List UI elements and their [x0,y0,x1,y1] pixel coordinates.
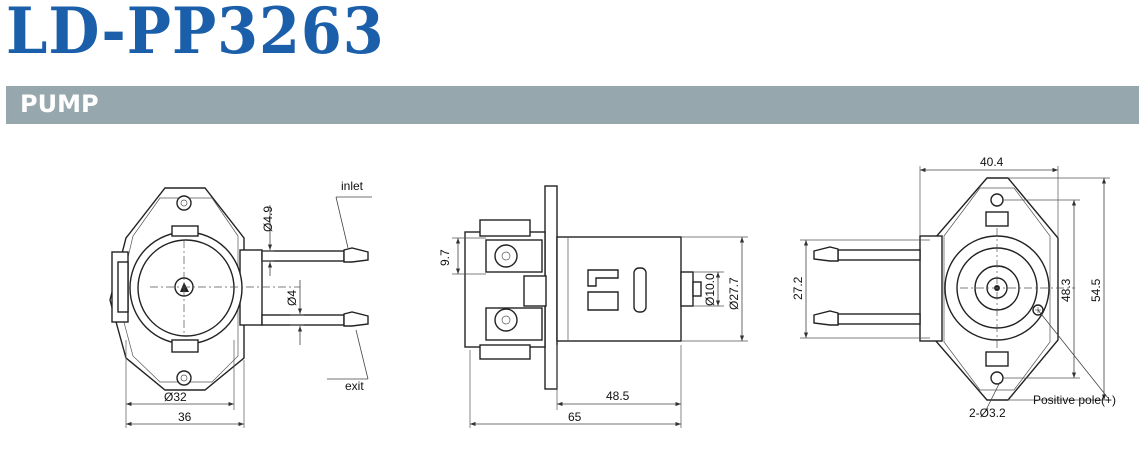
rear-view [800,166,1110,413]
dim-rear-height: 54.5 [1089,278,1103,302]
dim-tube-inner: Ø4 [285,290,299,306]
dim-total-length: 65 [568,410,582,424]
mount-hole-bottom [176,370,192,386]
dim-rear-width: 40.4 [980,155,1004,169]
side-flange [544,185,558,390]
product-title: LD-PP3263 [6,0,385,69]
rear-hole-top [990,193,1004,207]
front-view [109,187,372,428]
dim-offset: 9.7 [438,249,452,266]
inlet-label: inlet [341,179,364,193]
mount-hole-top [176,195,192,211]
motor-body [556,236,682,342]
dim-motor-diameter: Ø27.7 [727,277,741,310]
dim-body-diameter: Ø32 [164,390,187,404]
dim-tube-spacing: 27.2 [791,276,805,300]
side-view [452,185,748,428]
dim-motor-length: 48.5 [606,389,630,403]
exit-label: exit [345,379,364,393]
dim-tube-outer: Ø4.9 [261,206,275,232]
rear-hole-bottom [990,371,1004,385]
section-banner: PUMP [6,86,1139,124]
mount-holes-label: 2-Ø3.2 [969,406,1006,420]
front-bracket [109,187,245,391]
exit-tube [261,314,345,326]
dim-shaft: Ø10.0 [703,273,717,306]
section-title: PUMP [20,90,99,118]
tube-clamp [239,249,263,326]
dim-front-width: 36 [178,410,192,424]
inlet-tube [261,250,345,262]
positive-pole-label: Positive pole(+) [1033,393,1116,407]
dim-hole-spacing: 48.3 [1059,278,1073,302]
